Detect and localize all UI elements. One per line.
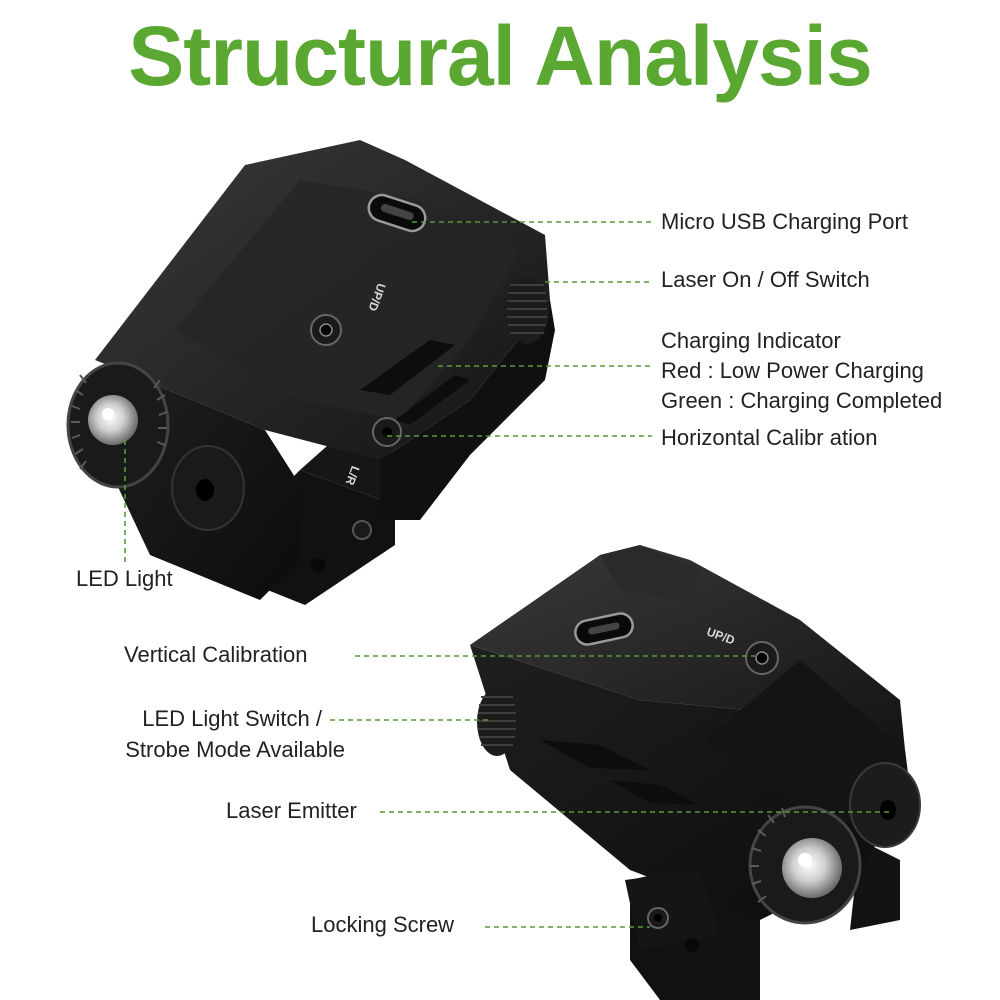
page-title: Structural Analysis — [128, 9, 872, 103]
label-laser-emitter: Laser Emitter — [226, 798, 357, 823]
laser-sight-device-top: UP/D L/R — [66, 140, 555, 605]
laser-switch-knob — [505, 276, 549, 344]
label-laser-switch: Laser On / Off Switch — [661, 267, 870, 292]
laser-sight-device-bottom: UP/D — [470, 545, 921, 1000]
label-charging-red: Red : Low Power Charging — [661, 358, 924, 383]
left-right-marking: L/R — [343, 464, 363, 487]
locking-screw — [647, 907, 669, 929]
label-micro-usb: Micro USB Charging Port — [661, 209, 908, 234]
vertical-calibration-screw — [745, 641, 779, 675]
label-led-light: LED Light — [76, 566, 173, 591]
micro-usb-port-2 — [574, 612, 634, 646]
led-light-head-2 — [748, 805, 862, 925]
laser-aperture-top — [171, 445, 245, 531]
callout-lines — [124, 221, 890, 928]
laser-emitter-housing — [849, 762, 921, 848]
label-locking-screw: Locking Screw — [311, 912, 455, 937]
label-charging-green: Green : Charging Completed — [661, 388, 943, 413]
label-led-switch-line1: LED Light Switch / — [142, 706, 322, 731]
vertical-calibration-screw-top — [310, 314, 342, 346]
horizontal-calibration-screw — [372, 417, 402, 447]
label-vertical-cal: Vertical Calibration — [124, 642, 308, 667]
led-light-head — [66, 361, 170, 489]
label-horizontal-cal: Horizontal Calibr ation — [661, 425, 878, 450]
label-charging-indicator: Charging Indicator — [661, 328, 841, 353]
label-led-switch-line2: Strobe Mode Available — [125, 737, 345, 762]
led-switch-knob — [477, 688, 517, 756]
